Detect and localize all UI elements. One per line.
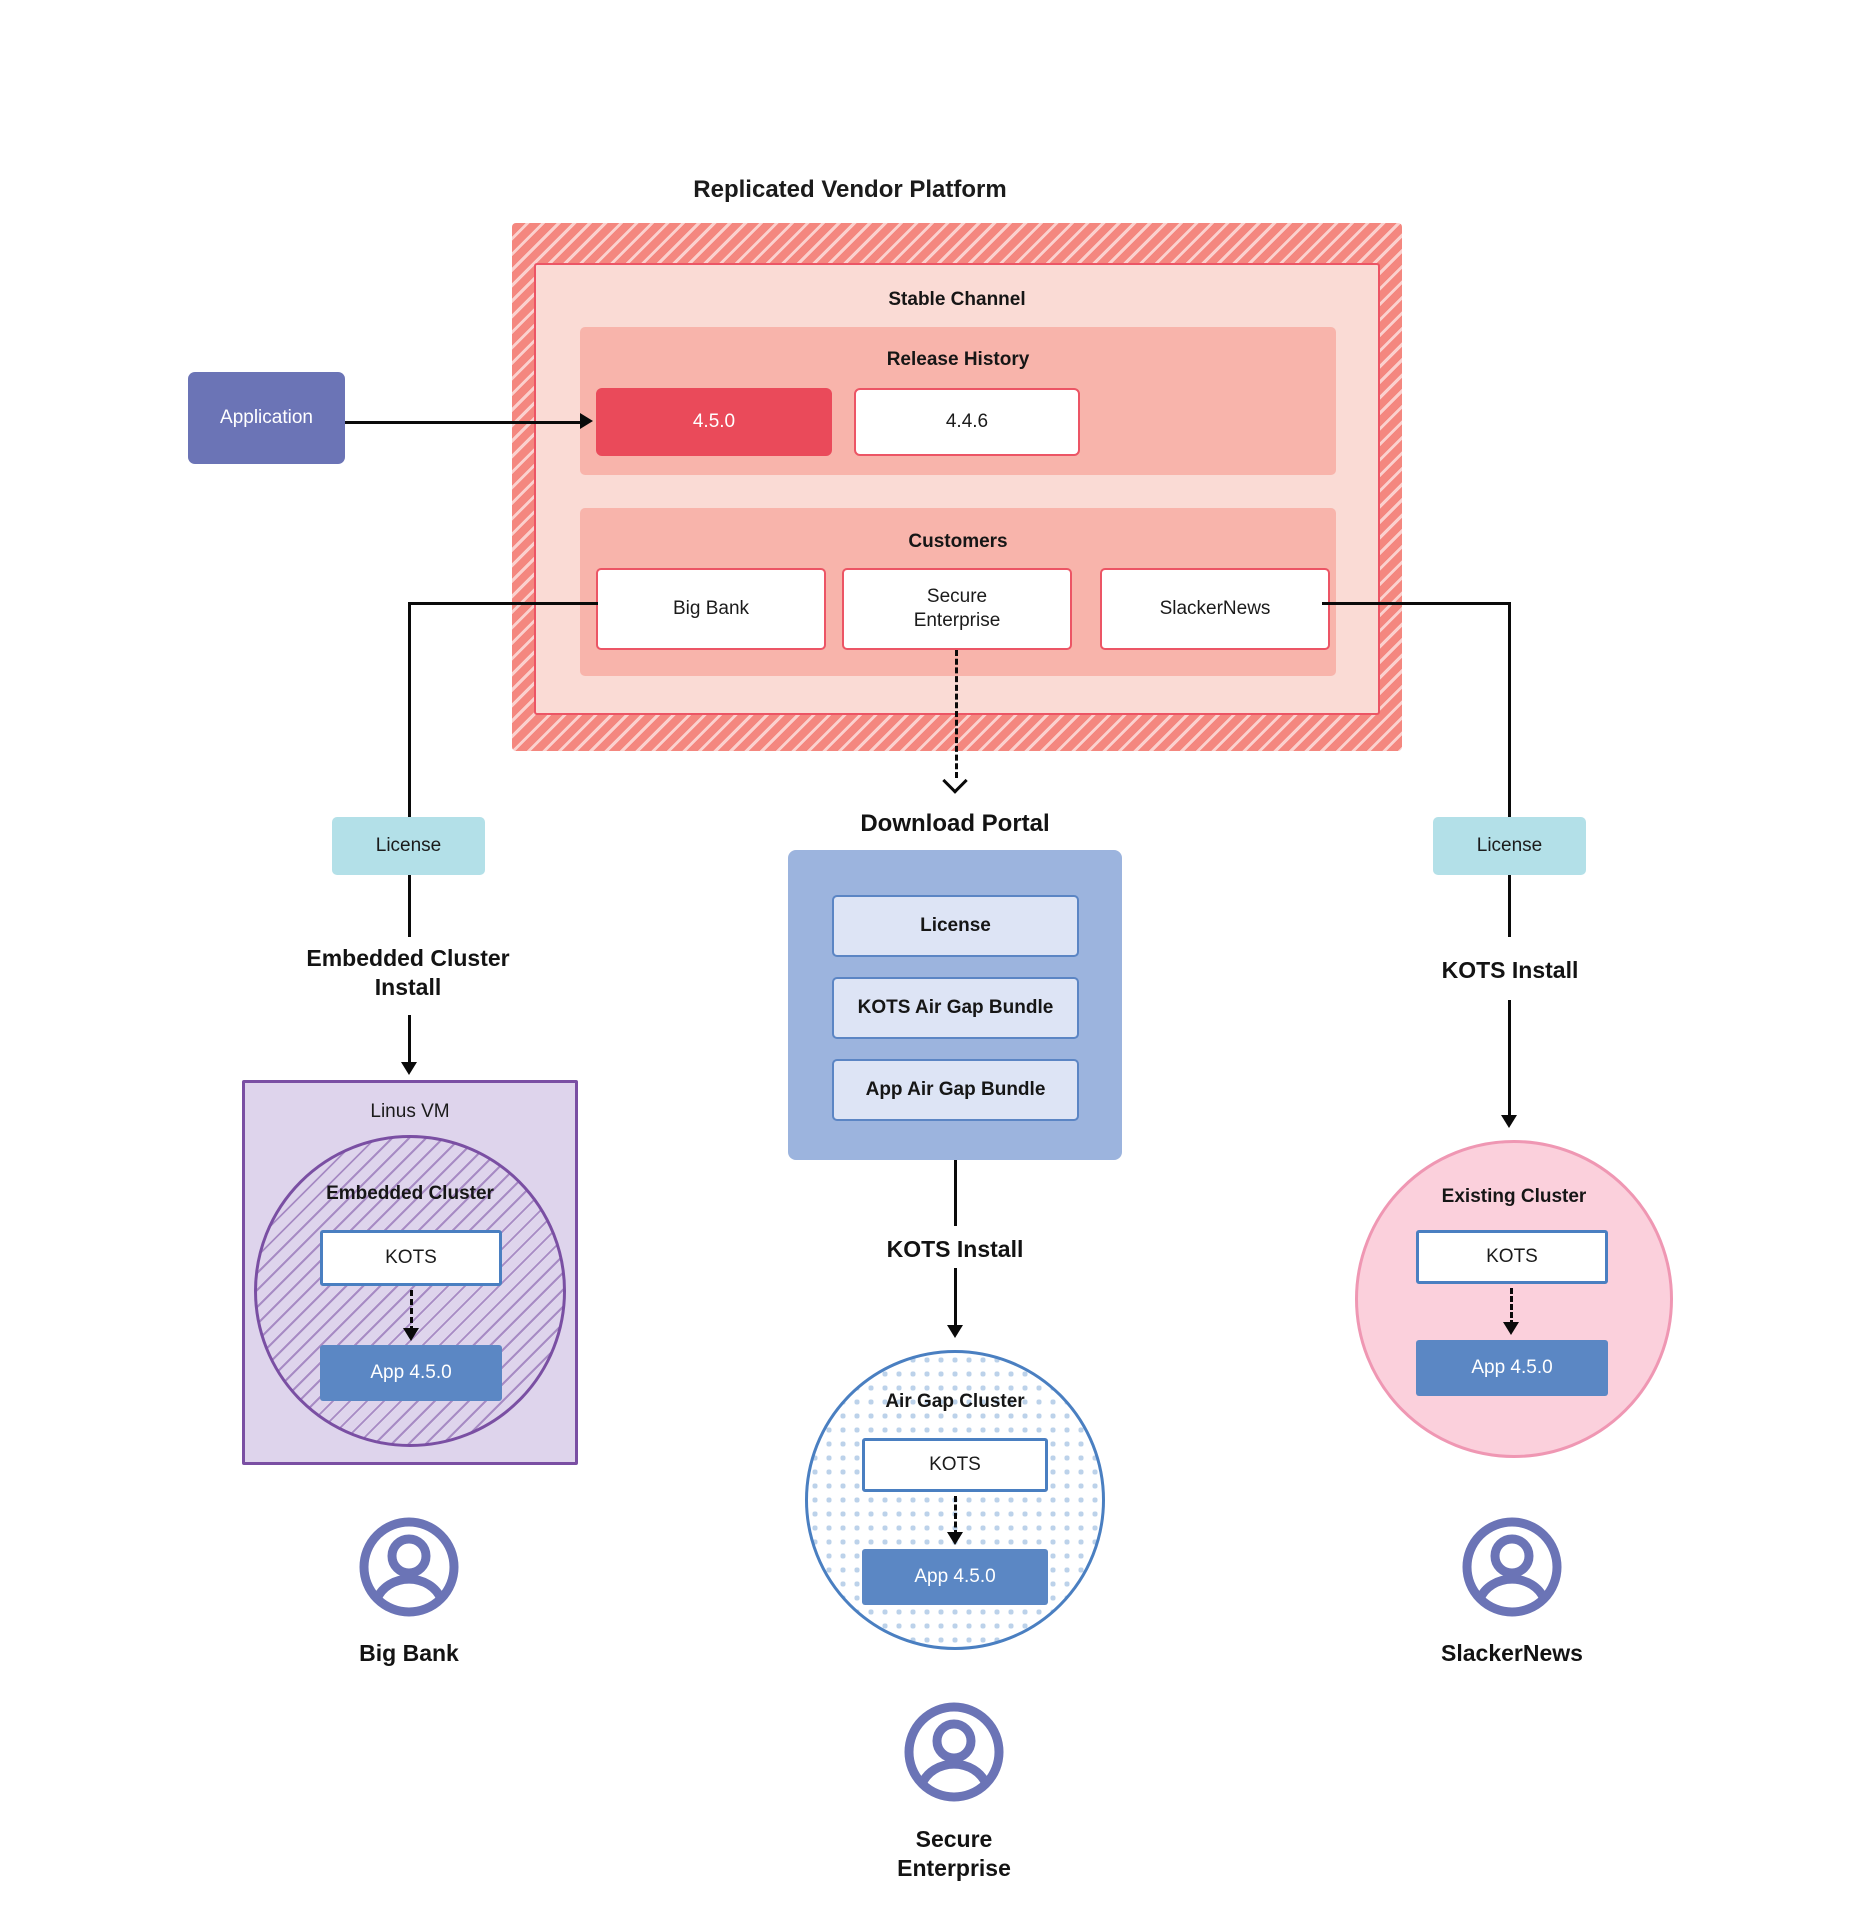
connector-bigbank-horizontal [408,602,598,605]
connector-right-install-to-cluster [1508,1000,1511,1120]
portal-item-license[interactable]: License [832,895,1079,957]
connector-secure-enterprise-to-portal [955,650,958,778]
connector-kots-to-app-airgap [954,1496,957,1536]
portal-item-app-air-gap-bundle[interactable]: App Air Gap Bundle [832,1059,1079,1121]
customer-card-secure-enterprise[interactable]: Secure Enterprise [842,568,1072,650]
stable-channel-title: Stable Channel [888,289,1026,311]
arrowhead-application-to-release [580,413,593,429]
arrowhead-install-to-airgap [947,1325,963,1338]
avatar-slackernews [1460,1515,1564,1619]
release-history-title: Release History [886,349,1030,371]
avatar-big-bank [357,1515,461,1619]
arrowhead-kots-to-app-existing [1503,1322,1519,1335]
portal-item-kots-air-gap-bundle[interactable]: KOTS Air Gap Bundle [832,977,1079,1039]
arrowhead-right-install-to-cluster [1501,1115,1517,1128]
app-version-node-existing[interactable]: App 4.5.0 [1416,1340,1608,1396]
arrowhead-kots-to-app-embedded [403,1328,419,1341]
arrowhead-left-install-to-vm [401,1062,417,1075]
customers-title: Customers [908,531,1008,553]
embedded-cluster-circle [254,1135,566,1447]
right-install-label: KOTS Install [1441,956,1579,983]
customer-label-secure-enterprise: Secure Enterprise [897,1826,1011,1881]
existing-cluster-circle [1355,1140,1673,1458]
center-install-label: KOTS Install [886,1235,1024,1262]
connector-bigbank-vertical [408,602,411,817]
kots-node-airgap[interactable]: KOTS [862,1438,1048,1492]
existing-cluster-title: Existing Cluster [1441,1186,1587,1208]
release-card-current[interactable]: 4.5.0 [596,388,832,456]
connector-slackernews-horizontal [1322,602,1511,605]
kots-node-embedded[interactable]: KOTS [320,1230,502,1286]
customer-card-big-bank[interactable]: Big Bank [596,568,826,650]
release-card-previous[interactable]: 4.4.6 [854,388,1080,456]
application-node[interactable]: Application [188,372,345,464]
connector-left-install-to-vm [408,1015,411,1069]
license-node-right[interactable]: License [1433,817,1586,875]
customer-label-slackernews: SlackerNews [1441,1639,1583,1666]
connector-left-license-to-install [408,875,411,937]
linux-vm-title: Linus VM [370,1101,450,1123]
customer-label-big-bank: Big Bank [359,1639,459,1666]
kots-node-existing[interactable]: KOTS [1416,1230,1608,1284]
air-gap-cluster-title: Air Gap Cluster [885,1391,1025,1413]
embedded-cluster-title: Embedded Cluster [326,1183,494,1205]
chevron-down-icon-portal [942,768,968,794]
connector-slackernews-vertical [1508,602,1511,817]
connector-portal-to-install [954,1160,957,1226]
connector-application-to-release [345,421,580,424]
avatar-secure-enterprise [902,1700,1006,1804]
left-install-label: Embedded Cluster Install [306,945,510,1000]
customer-card-slackernews[interactable]: SlackerNews [1100,568,1330,650]
download-portal-title: Download Portal [860,809,1050,837]
page-title: Replicated Vendor Platform [693,175,1007,203]
connector-right-license-to-install [1508,875,1511,937]
license-node-left[interactable]: License [332,817,485,875]
app-version-node-embedded[interactable]: App 4.5.0 [320,1345,502,1401]
connector-kots-to-app-existing [1510,1288,1513,1326]
connector-kots-to-app-embedded [410,1290,413,1332]
connector-install-to-airgap [954,1268,957,1330]
app-version-node-airgap[interactable]: App 4.5.0 [862,1549,1048,1605]
arrowhead-kots-to-app-airgap [947,1532,963,1545]
